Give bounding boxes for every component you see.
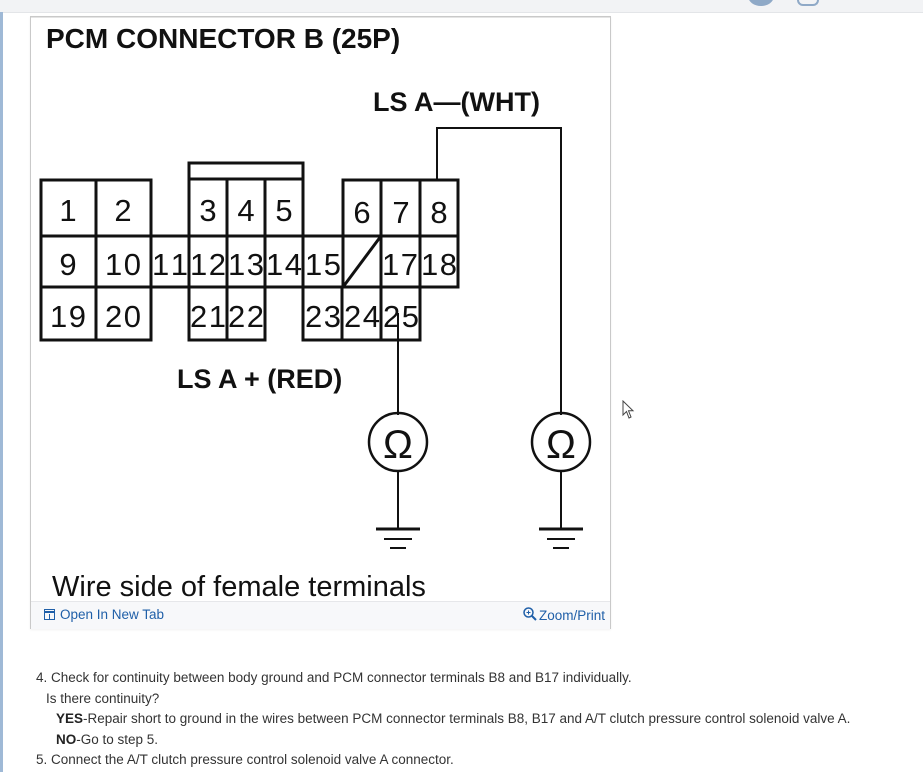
terminal-13-label: 13: [228, 247, 264, 282]
zoom-icon: [523, 607, 537, 621]
left-edge-bar: [0, 12, 3, 772]
terminal-5-label: 5: [275, 193, 292, 228]
terminal-18-label: 18: [421, 247, 457, 282]
figure-footer: Open In New Tab Zoom/Print: [31, 601, 610, 629]
terminal-22-label: 22: [228, 299, 264, 334]
ohmmeter-icon: Ω: [546, 423, 576, 467]
ls-a-minus-label: LS A—(WHT): [373, 87, 540, 117]
terminal-11-label: 11: [152, 247, 188, 282]
diagram-title: PCM CONNECTOR B (25P): [46, 23, 400, 54]
terminal-9-label: 9: [59, 247, 76, 282]
zoom-print-label: Zoom/Print: [538, 608, 605, 623]
no-text: -Go to step 5.: [76, 731, 159, 747]
yes-label: YES: [56, 711, 84, 727]
procedure-steps: 4. Check for continuity between body gro…: [36, 668, 850, 771]
terminal-23-label: 23: [305, 299, 341, 334]
terminal-12-label: 12: [190, 247, 226, 282]
terminal-10-label: 10: [105, 247, 141, 282]
user-avatar[interactable]: [748, 0, 774, 6]
top-toolbar: [0, 0, 923, 13]
step-4-text: 4. Check for continuity between body gro…: [36, 670, 632, 685]
zoom-print-link[interactable]: Zoom/Print: [523, 607, 605, 623]
ohmmeter-icon: Ω: [383, 423, 413, 467]
terminal-20-label: 20: [105, 299, 141, 334]
terminal-8-label: 8: [430, 195, 447, 230]
terminal-2-label: 2: [114, 193, 131, 228]
connector-figure: PCM CONNECTOR B (25P) LS A—(WHT) LS A + …: [30, 16, 611, 629]
mouse-cursor-icon: [622, 400, 635, 419]
terminal-19-label: 19: [50, 299, 86, 334]
terminal-3-label: 3: [199, 193, 216, 228]
terminal-24-label: 24: [344, 299, 380, 334]
terminal-7-label: 7: [392, 195, 409, 230]
open-in-new-tab-link[interactable]: Open In New Tab: [44, 607, 164, 622]
continuity-question: Is there continuity?: [46, 690, 160, 706]
no-answer: NO-Go to step 5.: [36, 730, 850, 751]
terminal-4-label: 4: [237, 193, 254, 228]
toolbar-icon[interactable]: [797, 0, 819, 6]
yes-answer: YES-Repair short to ground in the wires …: [36, 709, 850, 730]
terminal-15-label: 15: [305, 247, 341, 282]
figure-caption: Wire side of female terminals: [52, 571, 426, 601]
step-5-text: 5. Connect the A/T clutch pressure contr…: [36, 752, 454, 768]
connector-diagram: PCM CONNECTOR B (25P) LS A—(WHT) LS A + …: [31, 17, 610, 601]
terminal-25-label: 25: [383, 299, 419, 334]
terminal-17-label: 17: [382, 247, 418, 282]
terminal-14-label: 14: [266, 247, 302, 282]
ls-a-plus-label: LS A + (RED): [177, 364, 342, 394]
no-label: NO: [56, 731, 77, 747]
terminal-1-label: 1: [59, 193, 76, 228]
yes-text: -Repair short to ground in the wires bet…: [83, 711, 851, 727]
open-in-new-tab-label: Open In New Tab: [60, 607, 165, 622]
open-tab-icon: [44, 609, 55, 620]
terminal-6-label: 6: [353, 195, 370, 230]
terminal-21-label: 21: [190, 299, 226, 334]
